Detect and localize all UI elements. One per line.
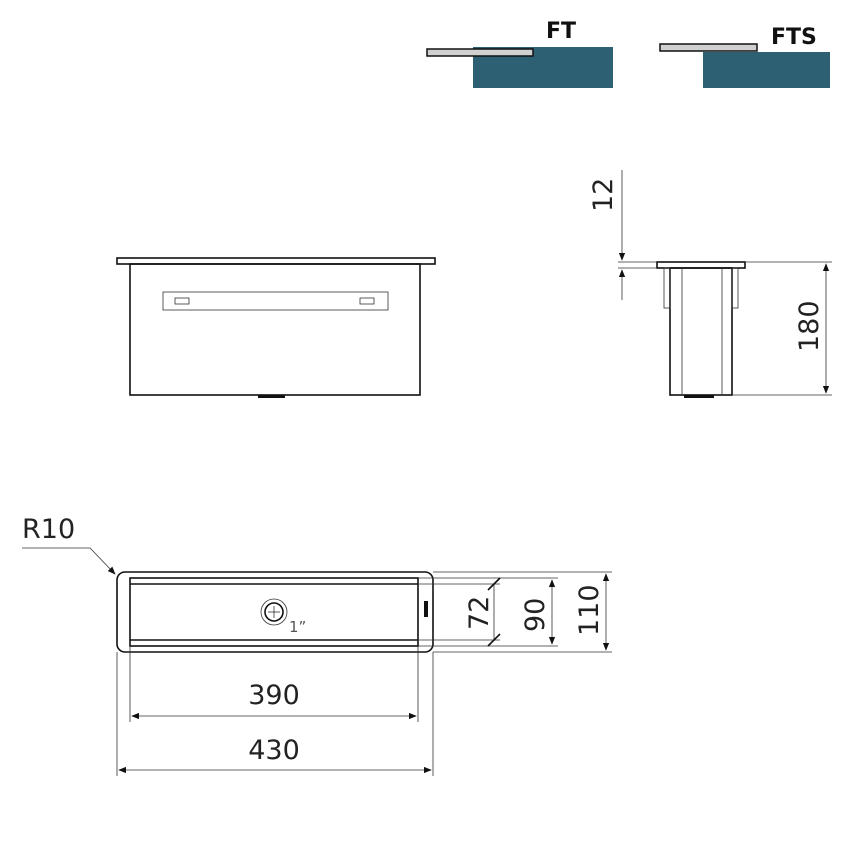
outer-width-dim: 110	[574, 584, 605, 636]
sink-plate	[659, 43, 758, 52]
inner-width-dim: 72	[464, 596, 495, 630]
outer-length-dim: 430	[248, 735, 300, 766]
drain-icon	[260, 598, 288, 626]
profile-fts-label: FTS	[771, 25, 817, 50]
counter-block	[703, 52, 830, 88]
profile-ft-label: FT	[546, 19, 576, 44]
inner-length-dim: 390	[248, 680, 300, 711]
side-view: 12 180	[588, 170, 832, 398]
drain-size-label: 1”	[289, 618, 306, 636]
height-dim: 180	[794, 300, 825, 352]
sink-plate	[426, 48, 534, 57]
corner-radius-label: R10	[22, 514, 75, 545]
profile-ft: FT	[426, 19, 613, 88]
profile-fts: FTS	[659, 25, 830, 88]
top-view: 1” R10 72 90 110 390 430	[22, 514, 612, 776]
flange-thickness-dim: 12	[588, 178, 619, 212]
front-view	[116, 257, 436, 398]
width-dim: 90	[520, 598, 551, 632]
